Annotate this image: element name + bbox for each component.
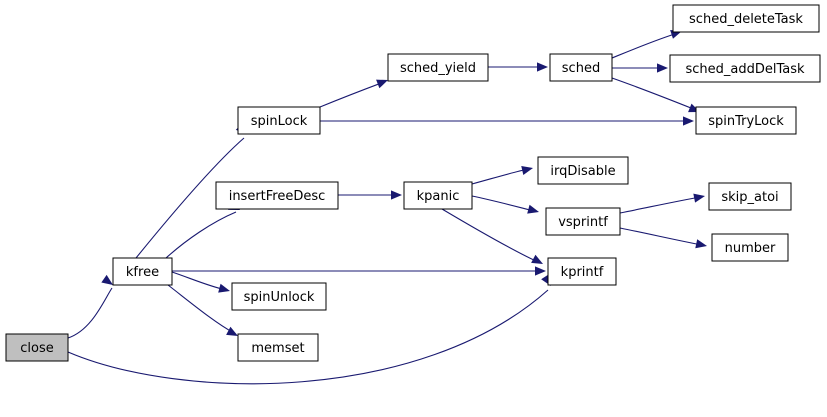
node-memset[interactable]: memset — [237, 333, 319, 362]
edge-kfree-to-spinUnlock — [171, 271, 230, 293]
node-number[interactable]: number — [711, 233, 789, 262]
node-sched[interactable]: sched — [549, 53, 613, 82]
edge-spinLock-to-spinTryLock — [320, 116, 694, 126]
node-box[interactable] — [215, 181, 339, 210]
node-box[interactable] — [547, 257, 617, 286]
edge-line — [167, 284, 235, 334]
node-box[interactable] — [695, 106, 797, 135]
node-box[interactable] — [545, 207, 621, 236]
edge-kfree-to-kprintf — [172, 266, 546, 276]
arrowhead-icon — [537, 62, 548, 72]
nodes-layer: close kfree spinLock insertFreeDesc spinUnlo… — [5, 4, 821, 362]
node-label: skip_atoi — [721, 190, 778, 205]
node-label: close — [20, 341, 53, 356]
node-kfree[interactable]: kfree — [112, 257, 173, 286]
node-sched_addDelTask[interactable]: sched_addDelTask — [669, 54, 821, 83]
edge-line — [471, 195, 535, 212]
edge-line — [471, 168, 529, 185]
node-label: memset — [251, 341, 304, 356]
arrowhead-icon — [376, 79, 388, 89]
edge-line — [319, 81, 385, 108]
edge-kpanic-to-kprintf — [441, 208, 543, 264]
edge-line — [171, 271, 227, 291]
node-label: sched_yield — [400, 61, 476, 76]
edge-line — [441, 208, 539, 263]
node-label: kfree — [126, 265, 159, 280]
node-skip_atoi[interactable]: skip_atoi — [708, 182, 792, 211]
arrowhead-icon — [101, 274, 113, 285]
node-spinTryLock[interactable]: spinTryLock — [695, 106, 797, 135]
node-box[interactable] — [231, 282, 327, 311]
arrowhead-icon — [218, 283, 230, 293]
node-kpanic[interactable]: kpanic — [403, 181, 473, 210]
arrowhead-icon — [531, 254, 543, 264]
edge-line — [165, 211, 237, 259]
arrowhead-icon — [693, 193, 705, 203]
node-box[interactable] — [708, 182, 792, 211]
edge-vsprintf-to-number — [619, 227, 707, 249]
node-box[interactable] — [403, 181, 473, 210]
edge-kpanic-to-irqDisable — [471, 165, 533, 185]
node-box[interactable] — [387, 53, 489, 82]
edge-kfree-to-insertFreeDesc — [165, 201, 240, 259]
node-vsprintf[interactable]: vsprintf — [545, 207, 621, 236]
node-label: insertFreeDesc — [229, 189, 326, 204]
arrowhead-icon — [527, 204, 539, 214]
arrowhead-icon — [657, 63, 668, 73]
arrowhead-icon — [521, 165, 533, 175]
edge-line — [619, 227, 703, 246]
node-label: number — [725, 241, 776, 256]
edge-line — [67, 289, 549, 385]
node-box[interactable] — [112, 257, 173, 286]
edge-kfree-to-memset — [167, 284, 238, 336]
node-kprintf[interactable]: kprintf — [547, 257, 617, 286]
node-box[interactable] — [672, 4, 820, 33]
node-label: spinUnlock — [244, 290, 315, 305]
node-label: sched_deleteTask — [689, 12, 803, 27]
edge-line — [619, 196, 701, 214]
node-box[interactable] — [549, 53, 613, 82]
arrowhead-icon — [391, 190, 402, 200]
node-box[interactable] — [669, 54, 821, 83]
arrowhead-icon — [535, 266, 546, 276]
node-label: sched — [562, 61, 600, 76]
node-label: kprintf — [561, 265, 604, 280]
edge-spinLock-to-sched_yield — [319, 79, 388, 108]
arrowhead-icon — [695, 239, 707, 249]
node-sched_yield[interactable]: sched_yield — [387, 53, 489, 82]
edge-close-to-kfree — [67, 274, 113, 339]
node-label: spinTryLock — [708, 114, 784, 129]
node-irqDisable[interactable]: irqDisable — [537, 156, 629, 185]
arrowhead-icon — [683, 116, 694, 126]
edge-line — [611, 77, 697, 111]
node-label: kpanic — [417, 189, 460, 204]
node-box[interactable] — [537, 156, 629, 185]
node-close[interactable]: close — [5, 333, 69, 362]
edge-sched-to-sched_addDelTask — [612, 63, 668, 73]
edge-sched-to-spinTryLock — [611, 77, 700, 113]
edge-line — [135, 137, 245, 259]
node-box[interactable] — [5, 333, 69, 362]
node-box[interactable] — [237, 106, 321, 135]
edge-insertFreeDesc-to-kpanic — [338, 190, 402, 200]
edge-line — [67, 287, 113, 339]
node-label: vsprintf — [558, 215, 608, 230]
arrowhead-icon — [226, 326, 238, 336]
edge-line — [611, 32, 679, 59]
node-sched_deleteTask[interactable]: sched_deleteTask — [672, 4, 820, 33]
node-box[interactable] — [711, 233, 789, 262]
node-box[interactable] — [237, 333, 319, 362]
node-label: spinLock — [251, 114, 308, 129]
node-spinUnlock[interactable]: spinUnlock — [231, 282, 327, 311]
node-insertFreeDesc[interactable]: insertFreeDesc — [215, 181, 339, 210]
node-label: sched_addDelTask — [685, 62, 805, 77]
node-label: irqDisable — [550, 164, 615, 179]
edge-vsprintf-to-skip_atoi — [619, 193, 705, 214]
edge-sched_yield-to-sched — [488, 62, 548, 72]
node-spinLock[interactable]: spinLock — [237, 106, 321, 135]
edge-kpanic-to-vsprintf — [471, 195, 539, 214]
